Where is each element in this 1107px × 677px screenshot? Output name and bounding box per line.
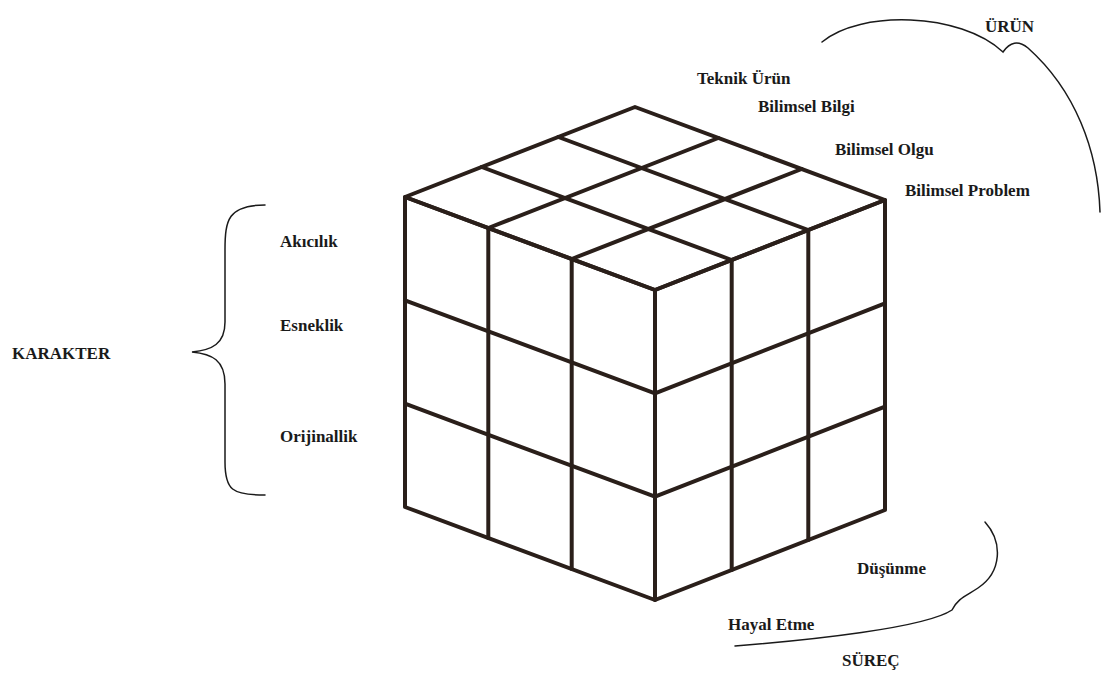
group-title: KARAKTER [12, 345, 110, 364]
cube-left-face [405, 197, 655, 600]
axis-item: Bilimsel Bilgi [758, 98, 855, 117]
axis-item: Orijinallik [280, 428, 357, 447]
axis-item: Akıcılık [280, 233, 338, 252]
axis-item: Esneklik [280, 317, 343, 336]
cube-right-face [655, 200, 885, 600]
character-brace [192, 205, 265, 495]
axis-item: Teknik Ürün [697, 70, 790, 89]
axis-item: Bilimsel Problem [905, 182, 1030, 201]
cube-top-face [405, 107, 885, 290]
group-title: SÜREÇ [842, 652, 900, 671]
axis-item: Bilimsel Olgu [835, 141, 934, 160]
axis-item: Düşünme [857, 560, 926, 579]
group-title: ÜRÜN [985, 18, 1034, 37]
axis-item: Hayal Etme [728, 616, 814, 635]
product-brace [822, 20, 1100, 212]
